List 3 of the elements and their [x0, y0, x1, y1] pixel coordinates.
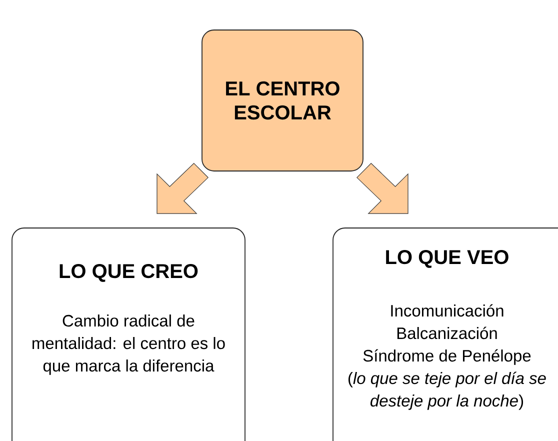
text-box: LO QUE CREO Cambio radical de mentalidad: el centro es lo que marca la diferencia: [12, 228, 246, 441]
center-box: EL CENTRO ESCOLAR: [202, 30, 364, 172]
text-box: LO QUE VEO Incomunicación Balcanización Síndrome de Penélope (lo que se teje por el día se desteje por la noche): [332, 228, 558, 441]
